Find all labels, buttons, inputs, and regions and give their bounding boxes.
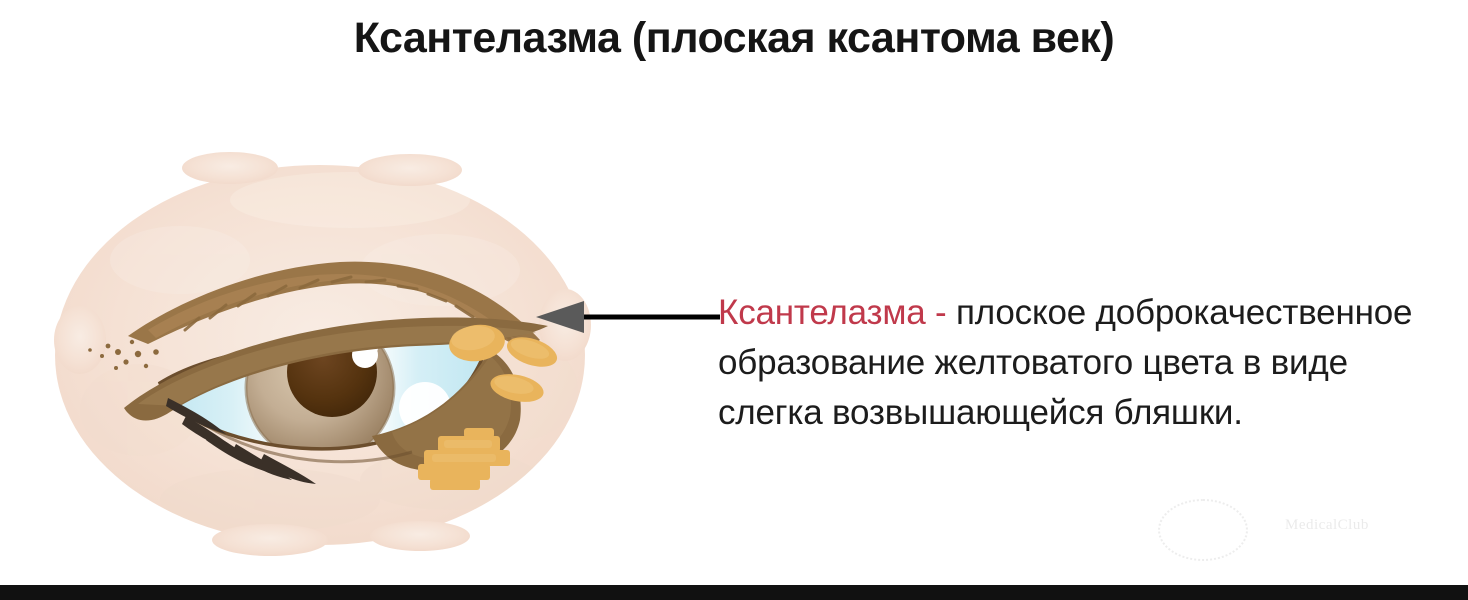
eye-illustration-svg <box>54 152 591 556</box>
caption-text: Ксантелазма - плоское доброкачественное … <box>718 288 1418 438</box>
watermark: MedicalClub <box>1150 495 1410 565</box>
eyelashes <box>166 398 316 484</box>
watermark-ring-icon <box>1158 499 1248 561</box>
xanthelasma-plaques <box>418 324 558 490</box>
bottom-bar <box>0 585 1468 600</box>
eyebrow <box>88 261 540 370</box>
caption-dash: - <box>925 293 957 332</box>
arrow-head-icon <box>536 301 584 333</box>
watermark-text: MedicalClub <box>1285 517 1369 533</box>
pointer-arrow-svg <box>536 301 720 333</box>
pointer-arrow <box>530 294 720 340</box>
caption-body: плоское доброкачественное образование же… <box>718 293 1413 432</box>
caption-term: Ксантелазма <box>718 293 926 332</box>
page-title: Ксантелазма (плоская ксантома век) <box>353 14 1115 62</box>
eye-illustration <box>20 140 620 560</box>
